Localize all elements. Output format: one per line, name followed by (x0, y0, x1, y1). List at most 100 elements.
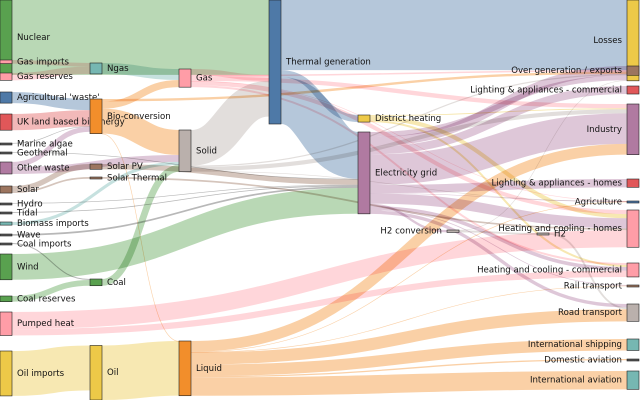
link-coal-to-solid (101, 165, 180, 286)
label-coal_reserves: Coal reserves (17, 294, 76, 304)
node-marine_algae (0, 142, 13, 146)
node-electricity_grid (357, 131, 371, 215)
label-road: Road transport (558, 308, 623, 318)
link-gas-to-losses (190, 70, 628, 77)
label-industry: Industry (587, 125, 622, 135)
label-oil_imports: Oil imports (17, 369, 65, 379)
node-geothermal (0, 151, 13, 155)
node-hydro (0, 202, 13, 206)
label-bio_conv: Bio-conversion (107, 112, 171, 122)
node-rail (626, 284, 640, 288)
link-solar_pv-to-electricity_grid (101, 163, 359, 185)
node-light_comm (626, 85, 640, 95)
label-liquid: Liquid (196, 364, 222, 374)
label-wave: Wave (17, 231, 41, 241)
link-agri_waste-to-bio_conv (11, 92, 91, 111)
link-bio_conv-to-solid (101, 108, 180, 155)
link-district_heating-to-heat_homes (369, 115, 628, 219)
node-biomass_imports (0, 221, 13, 226)
link-uk_bio-to-bio_conv (11, 110, 91, 131)
label-light_homes: Lighting & appliances - homes (492, 179, 623, 189)
label-oil: Oil (107, 368, 119, 378)
node-gas (178, 68, 192, 88)
link-electricity_grid-to-heat_comm (369, 206, 628, 271)
node-coal (89, 278, 103, 287)
link-electricity_grid-to-light_homes (369, 178, 628, 194)
link-electricity_grid-to-light_comm (369, 85, 628, 155)
label-heat_homes: Heating and cooling - homes (498, 224, 622, 234)
label-thermal_gen: Thermal generation (285, 58, 371, 68)
label-other_waste: Other waste (17, 163, 70, 173)
label-solid: Solid (196, 146, 217, 156)
node-tidal (0, 211, 13, 215)
node-agriculture (626, 200, 640, 204)
node-agri_waste (0, 91, 13, 104)
link-liquid-to-agriculture (190, 201, 628, 353)
label-electricity_grid: Electricity grid (375, 168, 437, 178)
node-liquid (178, 340, 192, 397)
link-marine_algae-to-bio_conv (11, 126, 91, 144)
link-h2_conversion-to-losses (458, 80, 628, 231)
link-gas-to-thermal_gen (190, 68, 270, 81)
label-solar: Solar (17, 185, 39, 195)
label-tidal: Tidal (16, 209, 37, 219)
link-other_waste-to-bio_conv (11, 126, 91, 168)
link-oil_imports-to-oil (11, 345, 91, 396)
link-liquid-to-rail (190, 285, 628, 353)
node-h2 (536, 232, 550, 236)
node-coal_imports (0, 242, 13, 246)
node-int_shipping (626, 338, 640, 351)
link-thermal_gen-to-electricity_grid (278, 77, 361, 179)
label-solar_thermal: Solar Thermal (107, 174, 167, 184)
label-hydro: Hydro (17, 200, 43, 210)
label-h2: H2 (554, 230, 566, 240)
label-int_aviation: International aviation (530, 376, 622, 386)
link-liquid-to-road (190, 309, 628, 365)
label-coal: Coal (107, 278, 126, 288)
label-district_heating: District heating (375, 114, 441, 124)
label-wind: Wind (17, 262, 39, 272)
link-tidal-to-electricity_grid (11, 185, 359, 213)
label-gas_imports: Gas imports (17, 57, 70, 67)
link-h2-to-road (548, 233, 628, 310)
node-district_heating (357, 114, 371, 123)
node-thermal_gen (268, 0, 282, 125)
label-uk_bio: UK land based bioenergy (17, 118, 125, 128)
node-over_gen (626, 65, 640, 76)
link-electricity_grid-to-rail (369, 209, 628, 286)
link-wave-to-electricity_grid (11, 186, 359, 236)
node-solid (178, 129, 192, 173)
node-oil (89, 345, 103, 400)
link-solid-to-thermal_gen (189, 80, 271, 166)
node-light_homes (626, 178, 640, 188)
link-h2_conversion-to-h2 (458, 230, 538, 235)
link-electricity_grid-to-road (369, 210, 628, 308)
node-gas_imports (0, 59, 13, 64)
label-marine_algae: Marine algae (17, 140, 73, 150)
link-ngas-to-gas (101, 63, 180, 80)
link-liquid-to-int_shipping (190, 339, 628, 377)
label-heat_comm: Heating and cooling - commercial (477, 265, 622, 275)
links-layer (11, 0, 628, 400)
label-pumped_heat: Pumped heat (17, 319, 75, 329)
node-coal_reserves (0, 295, 13, 302)
label-nuclear: Nuclear (17, 33, 51, 43)
link-bio_conv-to-liquid (101, 133, 180, 342)
node-h2_conversion (446, 229, 460, 233)
label-h2_conversion: H2 conversion (380, 227, 442, 237)
node-int_aviation (626, 370, 640, 390)
link-pumped_heat-to-heat_comm (11, 270, 628, 336)
label-biomass_imports: Biomass imports (17, 219, 89, 229)
link-gas_reserves-to-ngas (11, 66, 91, 81)
node-heat_comm (626, 262, 640, 278)
link-coal_reserves-to-coal (11, 280, 91, 302)
label-geothermal: Geothermal (17, 149, 68, 159)
link-solar-to-solar_thermal (11, 177, 91, 194)
node-gas_reserves (0, 72, 13, 81)
node-road (626, 303, 640, 322)
label-dom_aviation: Domestic aviation (544, 356, 622, 366)
link-bio_conv-to-gas (101, 79, 180, 109)
label-ngas: Ngas (107, 64, 129, 74)
